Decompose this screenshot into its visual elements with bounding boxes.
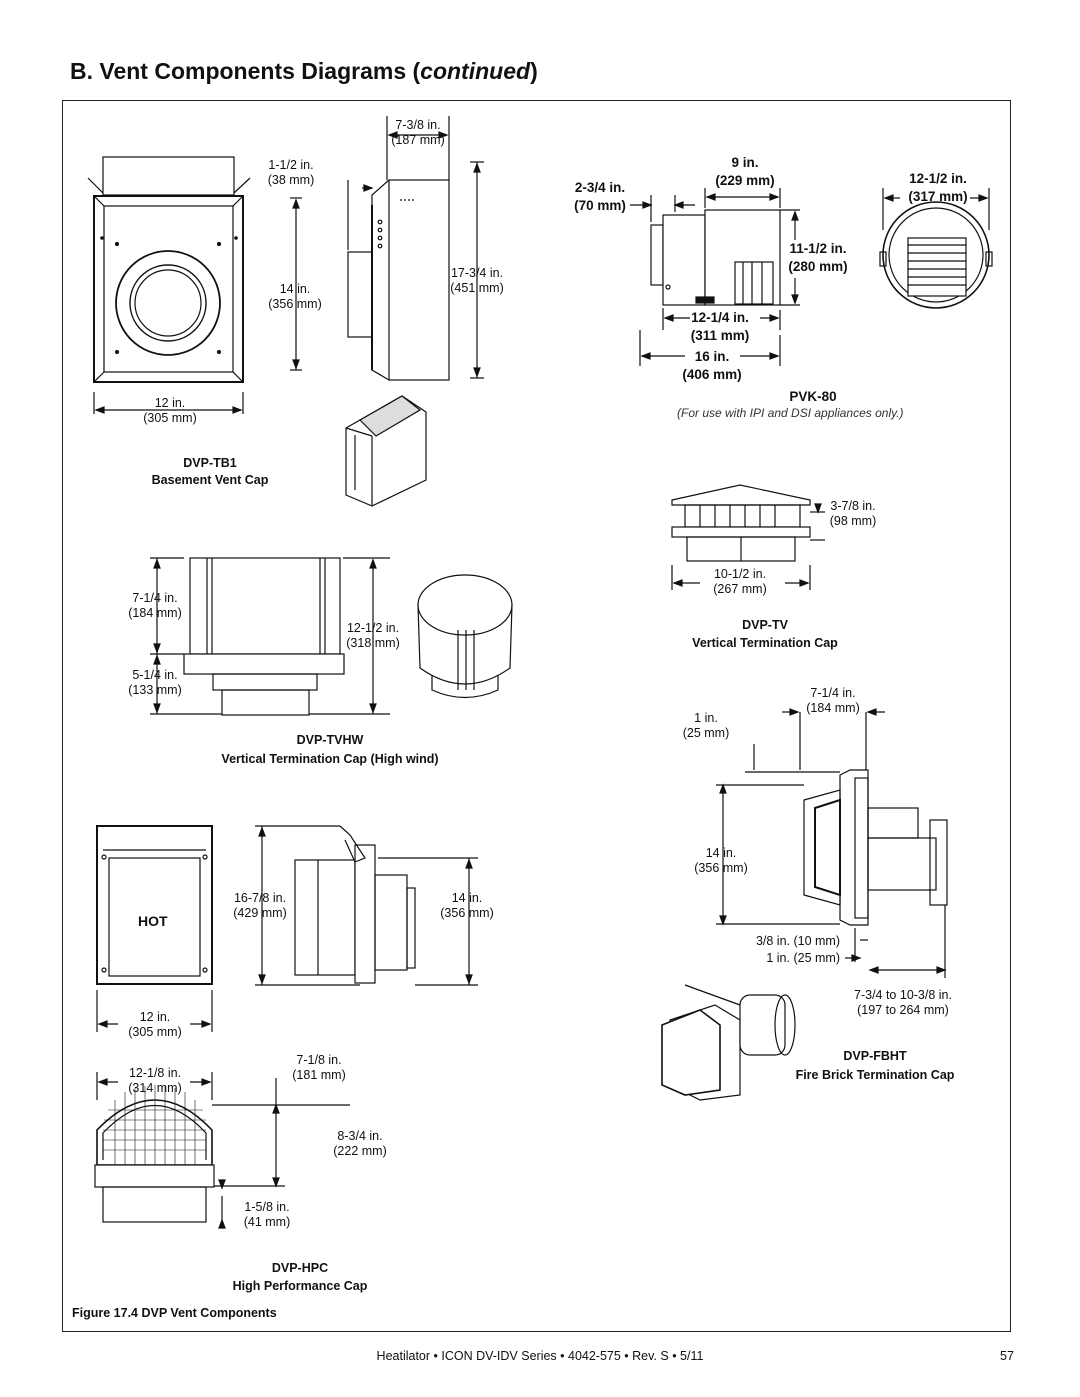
page-footer: Heatilator • ICON DV-IDV Series • 4042-5… bbox=[376, 1349, 704, 1363]
fbht-dim3: 14 in.(356 mm) bbox=[694, 846, 748, 875]
pvk80-front-view bbox=[879, 188, 993, 309]
tvhw-iso-view bbox=[417, 574, 513, 699]
pvk80-dim5: 12-1/4 in.(311 mm) bbox=[690, 310, 750, 343]
tv-dim1: 3-7/8 in.(98 mm) bbox=[829, 499, 877, 528]
tb1-side-view bbox=[290, 116, 484, 381]
hpc-model: DVP-HPC bbox=[271, 1261, 329, 1275]
fbht-dim6: 7-3/4 to 10-3/8 in.(197 to 264 mm) bbox=[854, 988, 952, 1017]
tb1-top-width: 7-3/8 in.(187 mm) bbox=[391, 118, 445, 147]
tvhw-model: DVP-TVHW bbox=[296, 733, 364, 747]
figure-caption: Figure 17.4 DVP Vent Components bbox=[72, 1306, 277, 1320]
hpc-top-view bbox=[94, 1072, 350, 1229]
hpc-dim2: 14 in.(356 mm) bbox=[440, 891, 494, 920]
fbht-dim1: 7-1/4 in.(184 mm) bbox=[806, 686, 860, 715]
fbht-side-view bbox=[716, 708, 948, 978]
pvk80-dim6: 16 in.(406 mm) bbox=[682, 349, 742, 382]
fbht-name: Fire Brick Termination Cap bbox=[795, 1068, 955, 1082]
tb1-height: 14 in.(356 mm) bbox=[268, 282, 322, 311]
pvk80-model: PVK-80 bbox=[789, 389, 837, 404]
fbht-dim5: 1 in. (25 mm) bbox=[766, 951, 840, 965]
section-heading: B. Vent Components Diagrams (continued) bbox=[70, 58, 538, 84]
tb1-front-view bbox=[87, 156, 251, 414]
page-number: 57 bbox=[1000, 1349, 1014, 1363]
hpc-side-view bbox=[255, 825, 478, 986]
hpc-dim4: 12-1/8 in.(314 mm) bbox=[128, 1066, 182, 1095]
tv-dim2: 10-1/2 in.(267 mm) bbox=[713, 567, 767, 596]
tb1-name: Basement Vent Cap bbox=[151, 473, 269, 487]
tv-side-view bbox=[671, 484, 825, 590]
tvhw-dim1: 7-1/4 in.(184 mm) bbox=[128, 591, 182, 620]
figure-frame bbox=[62, 100, 1011, 1332]
tvhw-dim2: 12-1/2 in.(318 mm) bbox=[346, 621, 400, 650]
fbht-dim4: 3/8 in. (10 mm) bbox=[755, 934, 840, 948]
tv-name: Vertical Termination Cap bbox=[692, 636, 838, 650]
fbht-iso-view bbox=[661, 984, 796, 1101]
tv-model: DVP-TV bbox=[742, 618, 788, 632]
tvhw-side-view bbox=[150, 557, 390, 716]
hpc-dim1: 16-7/8 in.(429 mm) bbox=[233, 891, 287, 920]
hot-label: HOT bbox=[138, 913, 168, 929]
pvk80-dim2: 9 in.(229 mm) bbox=[715, 155, 775, 188]
tvhw-name: Vertical Termination Cap (High wind) bbox=[221, 752, 439, 766]
hpc-name: High Performance Cap bbox=[232, 1279, 368, 1293]
tvhw-dim3: 5-1/4 in.(133 mm) bbox=[128, 668, 182, 697]
tb1-model: DVP-TB1 bbox=[183, 456, 237, 470]
fbht-dim2: 1 in.(25 mm) bbox=[682, 711, 730, 740]
tb1-depth: 17-3/4 in.(451 mm) bbox=[450, 266, 504, 295]
hpc-front-view bbox=[96, 825, 213, 1032]
hpc-dim7: 1-5/8 in.(41 mm) bbox=[243, 1200, 291, 1229]
tb1-iso-view bbox=[345, 395, 427, 507]
pvk80-dim3: 12-1/2 in.(317 mm) bbox=[908, 171, 968, 204]
pvk80-dim1: 2-3/4 in.(70 mm) bbox=[574, 180, 626, 213]
pvk80-dim4: 11-1/2 in.(280 mm) bbox=[788, 241, 848, 274]
tb1-width: 12 in.(305 mm) bbox=[143, 396, 197, 425]
fbht-model: DVP-FBHT bbox=[843, 1049, 907, 1063]
tb1-flange: 1-1/2 in.(38 mm) bbox=[267, 158, 315, 187]
hpc-dim3: 12 in.(305 mm) bbox=[128, 1010, 182, 1039]
hpc-dim6: 8-3/4 in.(222 mm) bbox=[333, 1129, 387, 1158]
pvk80-side-view bbox=[630, 188, 800, 366]
pvk80-note: (For use with IPI and DSI appliances onl… bbox=[677, 406, 904, 420]
hpc-dim5: 7-1/8 in.(181 mm) bbox=[292, 1053, 346, 1082]
